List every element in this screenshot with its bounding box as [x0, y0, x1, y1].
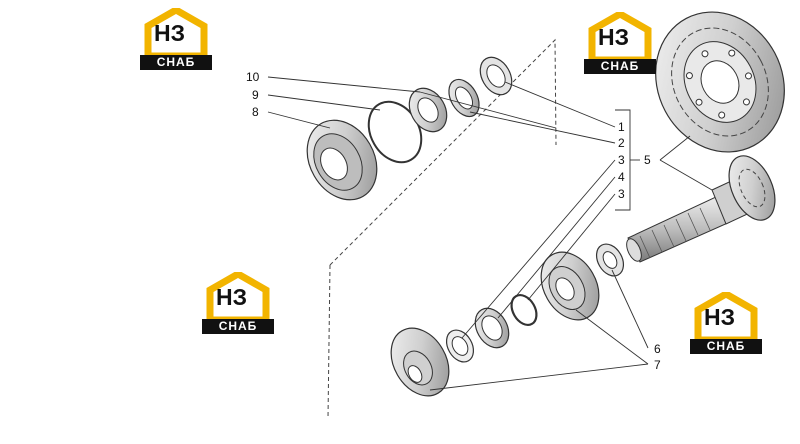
ring-gear — [655, 11, 785, 153]
callout-7: 7 — [654, 358, 661, 372]
callout-2: 2 — [618, 136, 625, 150]
collar-sleeve — [474, 307, 510, 349]
callout-4: 4 — [618, 170, 625, 184]
callout-labels: 10 9 8 1 2 3 4 3 5 6 7 — [246, 70, 661, 372]
callout-8: 8 — [252, 105, 259, 119]
spacer-ring — [510, 293, 538, 327]
logo-mark: НЗ — [216, 284, 248, 310]
bearing-large — [540, 251, 600, 321]
lock-nut — [448, 78, 480, 118]
callout-3-bottom: 3 — [618, 187, 625, 201]
brand-logo: НЗ СНАБ — [140, 8, 212, 72]
callout-6: 6 — [654, 342, 661, 356]
washer-lower — [595, 243, 625, 277]
logo-mark: НЗ — [704, 304, 736, 330]
seal-housing — [306, 119, 378, 201]
dashed-assembly-outline — [327, 38, 557, 419]
washer-upper — [479, 56, 513, 96]
brand-logo: НЗ СНАБ — [584, 12, 656, 76]
callout-9: 9 — [252, 88, 259, 102]
shim-ring — [445, 329, 475, 363]
logo-mark: НЗ — [154, 20, 186, 46]
callout-10: 10 — [246, 70, 260, 84]
logo-caption: СНАБ — [140, 55, 212, 70]
logo-caption: СНАБ — [584, 59, 656, 74]
bearing-upper — [408, 87, 448, 133]
logo-mark: НЗ — [598, 24, 630, 50]
leader-lines — [267, 76, 713, 391]
callout-3-top: 3 — [618, 153, 625, 167]
logo-caption: СНАБ — [202, 319, 274, 334]
brand-logo: НЗ СНАБ — [690, 292, 762, 356]
pinion-shaft — [626, 155, 776, 263]
callout-1: 1 — [618, 120, 625, 134]
callout-5: 5 — [644, 153, 651, 167]
brand-logo: НЗ СНАБ — [202, 272, 274, 336]
roller-bearing — [390, 327, 450, 397]
logo-caption: СНАБ — [690, 339, 762, 354]
